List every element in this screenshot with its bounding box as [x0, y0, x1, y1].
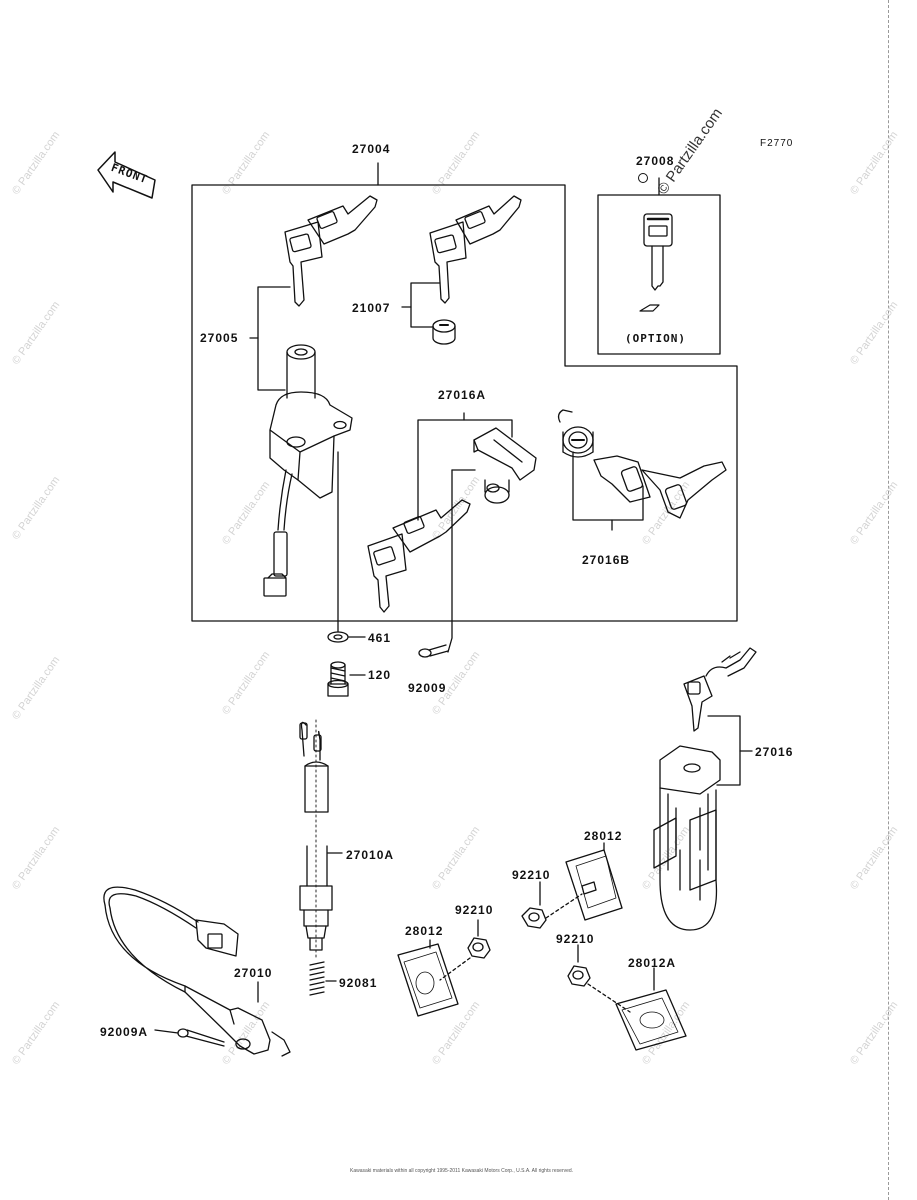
- label-21007: 21007: [352, 301, 391, 315]
- label-28012-left: 28012: [405, 924, 444, 938]
- option-key-icon: [639, 213, 673, 312]
- option-label: (OPTION): [625, 332, 686, 345]
- leader-27005: [257, 286, 291, 391]
- assembly-line-upper: [545, 893, 583, 919]
- key-pair-27016A-icon: [367, 499, 471, 613]
- nut-92210-mid-icon: [467, 937, 491, 959]
- key-pair-27004-icon: [284, 195, 378, 307]
- plate-28012-left-icon: [397, 943, 459, 1017]
- screw-92009A-icon: [177, 1028, 225, 1047]
- spring-92081-icon: [309, 961, 325, 996]
- label-92210-upper: 92210: [512, 868, 551, 882]
- lock-cylinder-27016B-icon: [557, 409, 594, 458]
- nut-92210-lower-icon: [567, 965, 591, 987]
- assembly-line-left: [439, 957, 471, 981]
- figure-id: F2770: [760, 138, 794, 149]
- leader-21007: [410, 282, 441, 328]
- disc-lock-27016-icon: [653, 745, 721, 931]
- screw-92009-icon: [418, 644, 449, 658]
- washer-461-icon: [327, 631, 349, 643]
- page-edge-line: [888, 0, 890, 1200]
- label-28012A: 28012A: [628, 956, 677, 970]
- ignition-switch-icon: [263, 344, 353, 597]
- label-92081: 92081: [339, 976, 378, 990]
- label-27010: 27010: [234, 966, 273, 980]
- switch-27010-icon: [103, 886, 291, 1057]
- keys-27016-icon: [683, 647, 757, 732]
- key-pair-27016B-icon: [593, 455, 727, 519]
- leader-27016B: [572, 451, 644, 521]
- label-27016B: 27016B: [582, 553, 631, 567]
- switch-27010A-icon: [299, 721, 333, 951]
- group-frame-27004: [191, 184, 738, 622]
- label-92210-mid: 92210: [455, 903, 494, 917]
- label-92210-lower: 92210: [556, 932, 595, 946]
- copyright-notice: Kawasaki materials within all copyright …: [350, 1168, 574, 1174]
- label-27010A: 27010A: [346, 848, 395, 862]
- label-27004: 27004: [352, 142, 391, 156]
- plate-28012A-icon: [615, 989, 687, 1051]
- helmet-lock-icon: [473, 427, 537, 504]
- leader-92009A: [154, 1029, 179, 1034]
- cap-21007-icon: [432, 319, 456, 345]
- circle-mark-icon: [638, 173, 648, 183]
- label-92009: 92009: [408, 681, 447, 695]
- assembly-line-lower: [587, 983, 631, 1013]
- leader-92009: [447, 469, 453, 653]
- plate-28012-upper-icon: [565, 849, 623, 921]
- label-27005: 27005: [200, 331, 239, 345]
- label-92009A: 92009A: [100, 1025, 149, 1039]
- label-27016: 27016: [755, 745, 794, 759]
- leader-27016A: [417, 419, 513, 521]
- nut-92210-upper-icon: [521, 907, 547, 929]
- label-120: 120: [368, 668, 392, 682]
- key-pair-21007-icon: [429, 195, 522, 304]
- label-461: 461: [368, 631, 392, 645]
- front-arrow-icon: FRONT: [97, 151, 156, 199]
- bolt-120-icon: [327, 661, 349, 697]
- label-28012-upper: 28012: [584, 829, 623, 843]
- leader-27016: [707, 715, 741, 786]
- label-27008: 27008: [636, 154, 675, 168]
- label-27016A: 27016A: [438, 388, 487, 402]
